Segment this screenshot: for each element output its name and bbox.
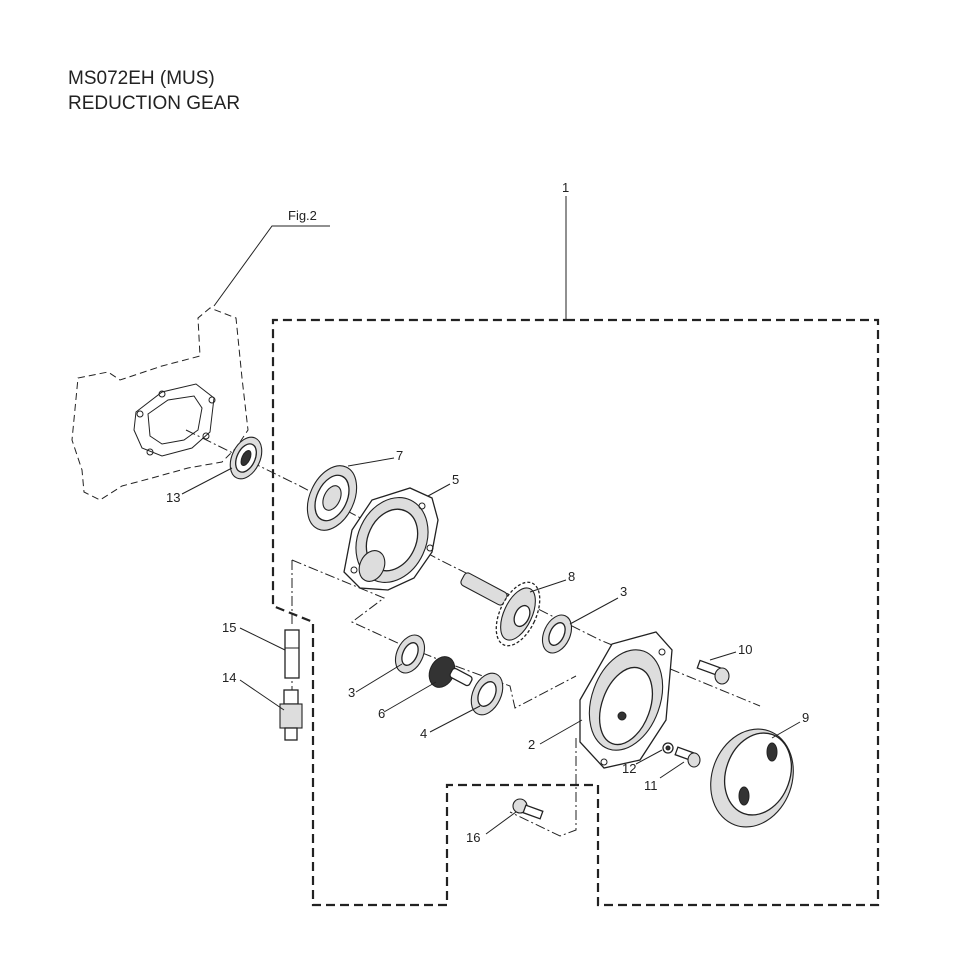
part-9-cup — [710, 728, 794, 828]
axis-lower — [291, 559, 577, 709]
diagram-header: MS072EH (MUS) REDUCTION GEAR — [68, 66, 240, 116]
part-3-bearing-lower — [394, 634, 426, 674]
callout-1: 1 — [562, 180, 569, 195]
diagram-title: REDUCTION GEAR — [68, 93, 241, 114]
axis-bottom — [509, 738, 577, 837]
part-4-bearing — [470, 672, 504, 716]
callout-4: 4 — [420, 726, 427, 741]
assembly-boundary — [271, 318, 880, 907]
callout-10: 10 — [738, 642, 752, 657]
callout-6: 6 — [378, 706, 385, 721]
fig-reference-leader — [213, 225, 330, 307]
callout-14: 14 — [222, 670, 236, 685]
callout-7: 7 — [396, 448, 403, 463]
callout-13: 13 — [166, 490, 180, 505]
part-7-bearing — [306, 465, 358, 531]
part-12-washer — [662, 742, 674, 754]
part-8-gear-shaft — [460, 572, 541, 647]
callout-15: 15 — [222, 620, 236, 635]
engine-reference-outline — [71, 307, 249, 501]
part-11-bolt — [674, 746, 701, 768]
callout-9: 9 — [802, 710, 809, 725]
callout-2: 2 — [528, 737, 535, 752]
part-15-stud — [284, 629, 300, 679]
callout-12: 12 — [622, 761, 636, 776]
part-2-housing — [579, 631, 673, 769]
callout-3-lower: 3 — [348, 685, 355, 700]
part-5-gear-case — [343, 487, 439, 591]
part-14-fitting — [279, 689, 303, 741]
part-10-bolt — [696, 659, 730, 685]
leader-lines — [181, 196, 801, 835]
callout-5: 5 — [452, 472, 459, 487]
fig-reference-label: Fig.2 — [288, 208, 317, 223]
part-16-bolt — [512, 798, 544, 820]
callout-3-upper: 3 — [620, 584, 627, 599]
part-13-bearing — [229, 436, 263, 480]
callout-8: 8 — [568, 569, 575, 584]
part-3-bearing-upper — [541, 614, 573, 654]
callout-11: 11 — [644, 778, 658, 793]
callout-16: 16 — [466, 830, 480, 845]
part-6-pinion — [428, 656, 473, 688]
model-code: MS072EH (MUS) — [68, 68, 215, 89]
